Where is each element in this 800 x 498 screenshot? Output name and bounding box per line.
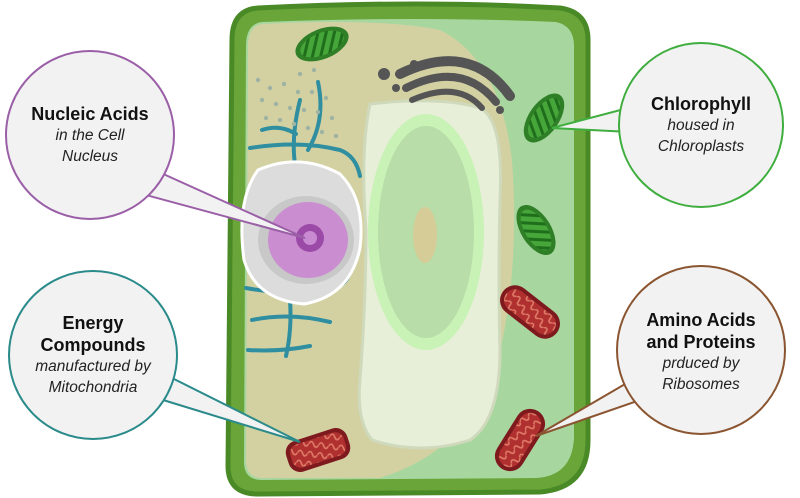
nucleus-icon (240, 160, 363, 306)
callout-bubble-amino (535, 265, 786, 437)
callout-title-line1: Energy (62, 313, 124, 333)
callout-subtitle-line2: Ribosomes (662, 376, 740, 393)
chloroplast-icon (516, 204, 556, 256)
callout-subtitle-line1: manufactured by (35, 358, 151, 375)
nucleolus-core (303, 231, 317, 245)
callout-subtitle-line1: prduced by (662, 355, 740, 372)
callout-subtitle-line1: in the Cell (55, 127, 125, 144)
vacuole-core (413, 207, 437, 263)
callout-title-line2: Compounds (40, 335, 146, 355)
callout-bubble-nucleic (5, 50, 306, 239)
callout-subtitle-line2: Chloroplasts (657, 138, 745, 155)
callout-bubble-energy (8, 270, 301, 443)
callout-chlorophyll: Chlorophyll housed in Chloroplasts (616, 70, 786, 180)
callout-title-line2: and Proteins (646, 332, 756, 352)
callout-amino-acids: Amino Acids and Proteins prduced by Ribo… (616, 297, 786, 407)
chloroplast-icon (523, 93, 565, 143)
golgi-apparatus-icon (378, 56, 515, 114)
callout-bubble-chloro (551, 42, 784, 208)
ribosomes (255, 67, 339, 139)
mitochondrion-icon (494, 408, 546, 472)
callout-energy-compounds: Energy Compounds manufactured by Mitocho… (8, 300, 178, 410)
callout-subtitle-line2: Nucleus (62, 148, 118, 165)
callout-title: Chlorophyll (651, 94, 751, 114)
callout-title-line1: Amino Acids (646, 310, 756, 330)
callout-title: Nucleic Acids (31, 104, 149, 124)
vacuole (357, 99, 503, 450)
callout-subtitle-line1: housed in (667, 117, 735, 134)
callout-nucleic-acids: Nucleic Acids in the Cell Nucleus (5, 80, 175, 190)
chloroplast-icon (295, 26, 349, 62)
callout-subtitle-line2: Mitochondria (48, 379, 138, 396)
mitochondrion-icon (285, 428, 351, 472)
mitochondrion-icon (500, 285, 560, 339)
